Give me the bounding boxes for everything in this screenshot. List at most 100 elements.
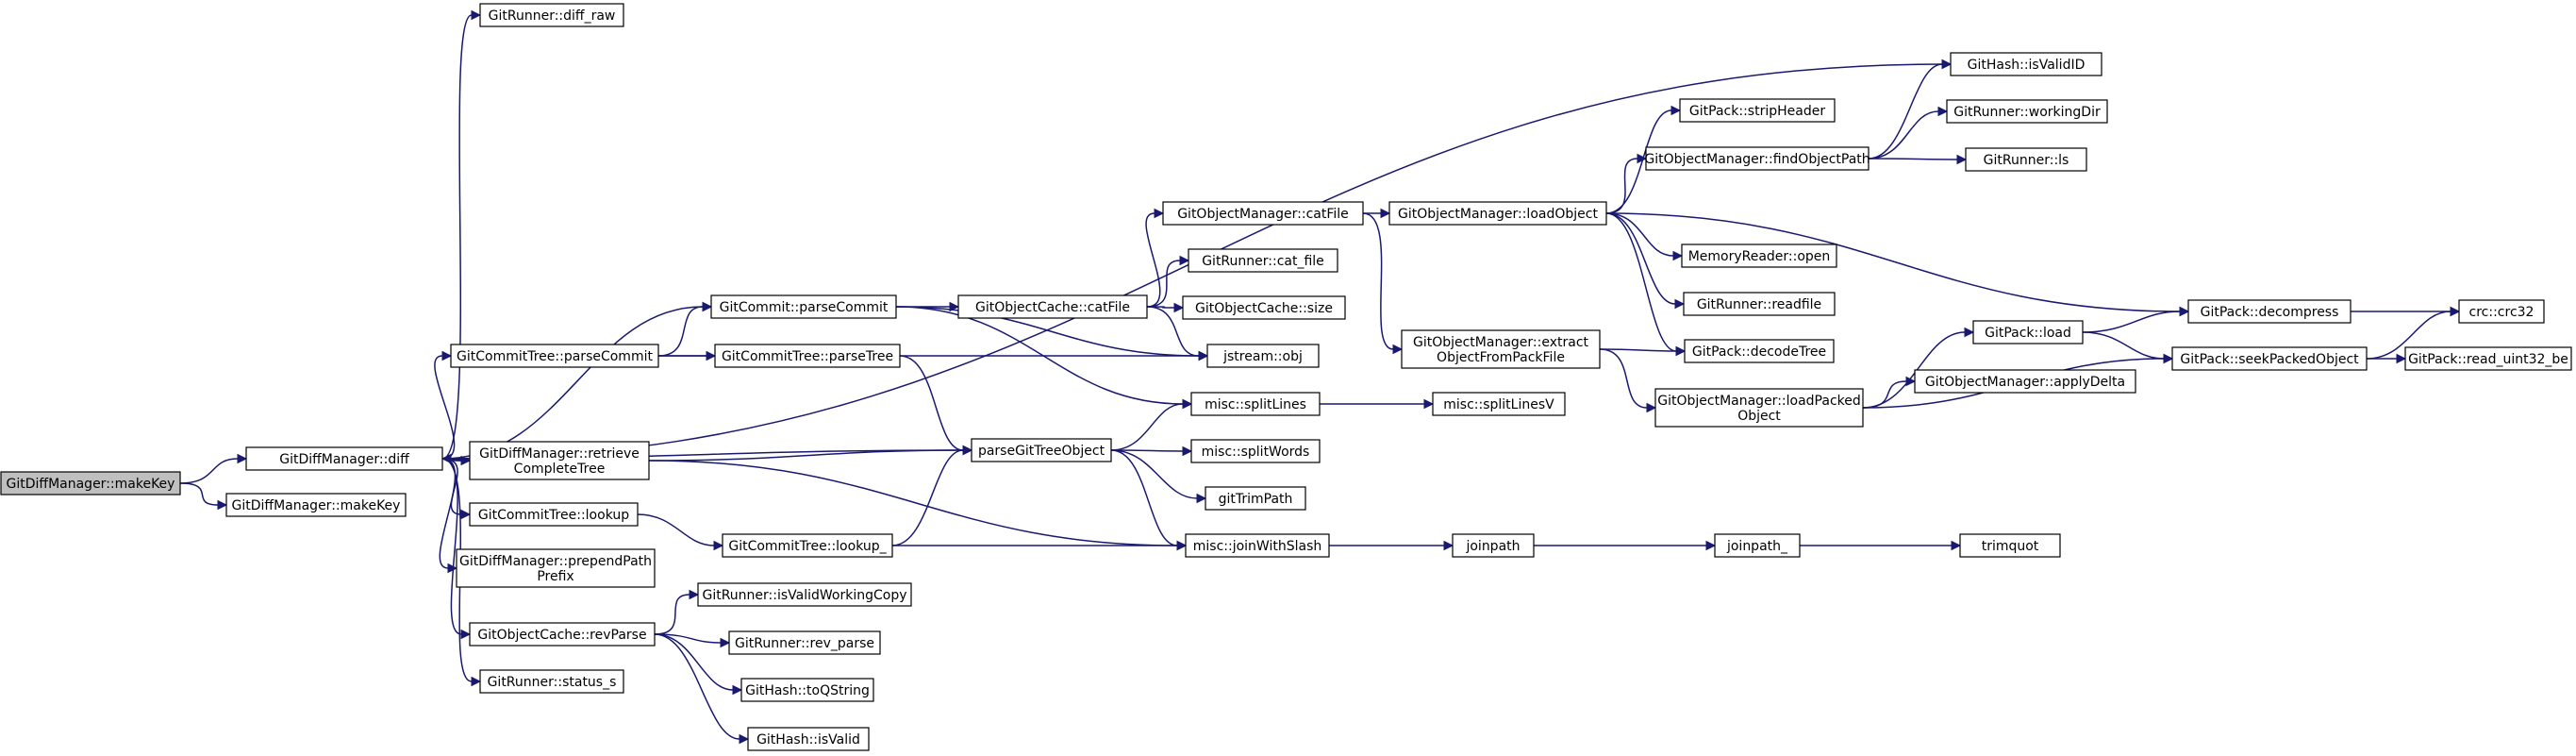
node-label: trimquot (1982, 539, 2039, 554)
node-ocSize[interactable]: GitObjectCache::size (1182, 295, 1346, 320)
node-revParseR[interactable]: GitRunner::rev_parse (728, 630, 881, 655)
node-label: GitRunner::workingDir (1953, 105, 2101, 120)
edge-ocCatFile-to-rCatFile (1146, 255, 1190, 308)
edge-diff-to-parseCommit (441, 301, 713, 460)
node-crc32[interactable]: crc::crc32 (2458, 299, 2545, 324)
edge-diff-to-ctLookup (441, 458, 472, 520)
node-revParse[interactable]: GitObjectCache::revParse (469, 622, 656, 647)
node-splitWords[interactable]: misc::splitWords (1190, 439, 1321, 463)
edge-line (657, 306, 704, 357)
node-label: misc::splitWords (1202, 445, 1310, 460)
node-stripHeader[interactable]: GitPack::stripHeader (1679, 98, 1836, 123)
edge-line (439, 458, 457, 569)
node-label: misc::splitLinesV (1443, 397, 1554, 412)
node-jsObj[interactable]: jstream::obj (1206, 344, 1320, 368)
edge-line (1605, 212, 1674, 257)
node-joinWithSlash[interactable]: misc::joinWithSlash (1185, 533, 1330, 558)
node-gitTrimPath[interactable]: gitTrimPath (1205, 486, 1306, 511)
node-box (1684, 339, 1835, 363)
node-decodeTree[interactable]: GitPack::decodeTree (1684, 339, 1835, 363)
node-isValidID[interactable]: GitHash::isValidID (1950, 52, 2102, 76)
node-applyDelta[interactable]: GitObjectManager::applyDelta (1914, 369, 2136, 394)
node-label: GitRunner::rev_parse (735, 636, 874, 651)
node-ctLookup[interactable]: GitCommitTree::lookup (469, 502, 639, 527)
node-box (469, 622, 656, 647)
edge-joinWithSlash-to-joinpath (1329, 540, 1454, 551)
node-ocCatFile[interactable]: GitObjectCache::catFile (957, 294, 1148, 319)
node-packLoad[interactable]: GitPack::load (1972, 320, 2084, 344)
node-rCatFile[interactable]: GitRunner::cat_file (1188, 248, 1338, 273)
node-diff[interactable]: GitDiffManager::diff (245, 446, 443, 471)
edge-arrowhead (1964, 327, 1975, 338)
edge-line (1605, 158, 1638, 214)
edge-arrowhead (460, 629, 472, 640)
node-box (1965, 147, 2087, 172)
node-isValidWC[interactable]: GitRunner::isValidWorkingCopy (697, 582, 912, 607)
edge-line (637, 513, 715, 546)
edge-arrowhead (720, 637, 731, 648)
node-loadObject[interactable]: GitObjectManager::loadObject (1388, 201, 1607, 226)
node-label: GitCommitTree::lookup_ (728, 539, 887, 554)
node-diffRaw[interactable]: GitRunner::diff_raw (479, 3, 624, 27)
node-readU32[interactable]: GitPack::read_uint32_be (2404, 346, 2572, 371)
edge-parseCommit-to-splitLines (895, 306, 1193, 410)
node-makeKey2[interactable]: GitDiffManager::makeKey (225, 493, 407, 517)
edge-line (1110, 449, 1198, 499)
node-readfile[interactable]: GitRunner::readfile (1683, 292, 1836, 316)
node-joinpathU[interactable]: joinpath_ (1714, 533, 1801, 558)
node-parseCommit[interactable]: GitCommit::parseCommit (710, 294, 897, 319)
node-label: GitObjectManager::findObjectPath (1644, 152, 1870, 167)
node-box (1162, 201, 1364, 226)
edge-omCatFile-to-extractObj (1362, 212, 1404, 355)
edge-extractObj-to-loadPacked (1599, 348, 1657, 413)
node-box (1206, 344, 1320, 368)
node-decompress[interactable]: GitPack::decompress (2187, 299, 2352, 324)
edge-findObjPath-to-isValidID (1868, 59, 1953, 160)
node-label: GitRunner::ls (1984, 153, 2069, 168)
edge-revParse-to-isValidWC (654, 589, 700, 635)
node-box (469, 502, 639, 527)
node-label: jstream::obj (1222, 349, 1303, 364)
node-label: GitPack::seekPackedObject (2180, 352, 2359, 367)
edge-arrowhead (1675, 345, 1687, 357)
node-splitLinesV[interactable]: misc::splitLinesV (1432, 392, 1566, 416)
node-label: GitPack::load (1985, 326, 2071, 341)
edge-arrowhead (739, 733, 750, 745)
node-ctLookupU[interactable]: GitCommitTree::lookup_ (722, 533, 893, 558)
edge-line (654, 594, 690, 635)
edge-arrowhead (1672, 250, 1684, 261)
edge-line (1599, 348, 1677, 352)
edge-makeKeyRoot-to-diff (179, 453, 248, 484)
node-trimquot[interactable]: trimquot (1959, 533, 2061, 558)
node-ctParseCommit[interactable]: GitCommitTree::parseCommit (450, 344, 659, 368)
edge-arrowhead (1182, 398, 1193, 410)
node-isValid[interactable]: GitHash::isValid (747, 727, 870, 751)
edge-line (441, 458, 462, 635)
node-makeKeyRoot[interactable]: GitDiffManager::makeKey (0, 471, 181, 496)
edge-loadObject-to-stripHeader (1605, 105, 1682, 214)
node-findObjPath[interactable]: GitObjectManager::findObjectPath (1644, 146, 1870, 171)
node-splitLines[interactable]: misc::splitLines (1190, 392, 1321, 416)
node-ctParseTree[interactable]: GitCommitTree::parseTree (714, 344, 901, 368)
node-seekPacked[interactable]: GitPack::seekPackedObject (2171, 346, 2368, 371)
node-extractObj[interactable]: GitObjectManager::extractObjectFromPackF… (1401, 329, 1601, 369)
node-label: GitRunner::isValidWorkingCopy (702, 588, 906, 603)
node-toQString[interactable]: GitHash::toQString (740, 678, 874, 702)
edge-line (2366, 311, 2451, 360)
node-label: GitCommitTree::parseCommit (457, 349, 653, 364)
edge-line (891, 449, 964, 546)
node-statusS[interactable]: GitRunner::status_s (479, 669, 624, 694)
node-omCatFile[interactable]: GitObjectManager::catFile (1162, 201, 1364, 226)
edge-ctLookupU-to-parseGTO (891, 445, 973, 546)
node-workingDir[interactable]: GitRunner::workingDir (1946, 99, 2108, 124)
edge-loadObject-to-findObjPath (1605, 153, 1648, 214)
node-memOpen[interactable]: MemoryReader::open (1681, 244, 1837, 268)
node-parseGTO[interactable]: parseGitTreeObject (971, 438, 1112, 462)
node-box (1190, 392, 1321, 416)
node-joinpath[interactable]: joinpath (1452, 533, 1535, 558)
node-rLs[interactable]: GitRunner::ls (1965, 147, 2087, 172)
edge-arrowhead (689, 589, 700, 600)
